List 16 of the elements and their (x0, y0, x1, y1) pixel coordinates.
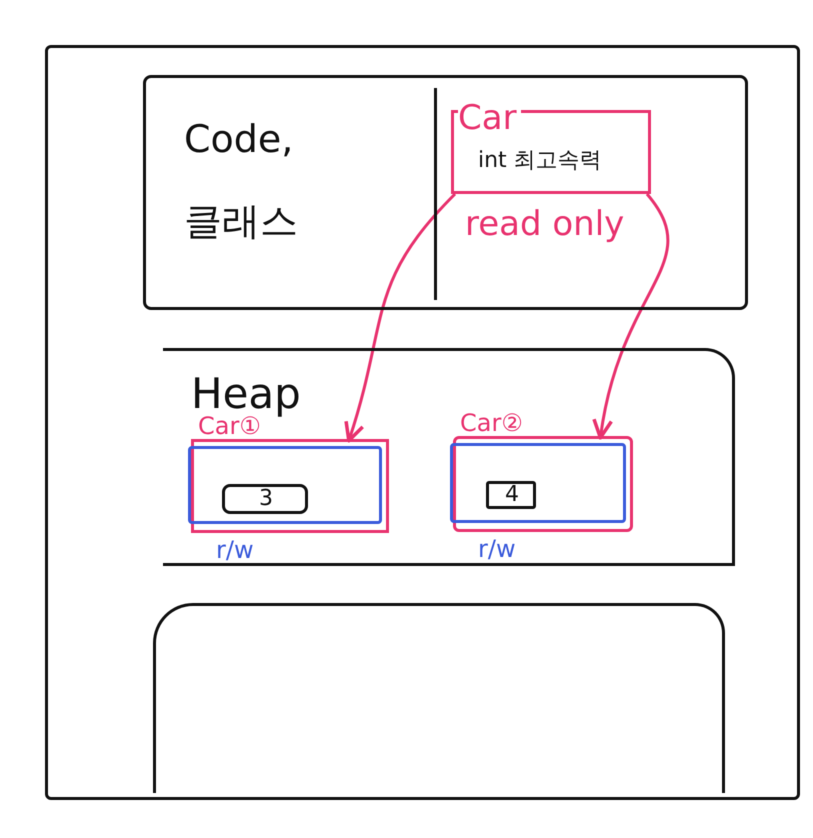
object-name: Car② (460, 409, 523, 437)
access-label: r/w (216, 536, 254, 564)
heap-area-box (163, 348, 735, 566)
value-label: 4 (505, 482, 519, 507)
value-box (486, 481, 536, 509)
access-label: read only (465, 204, 624, 244)
value-label: 3 (259, 486, 273, 511)
field-label: int 최고속력 (478, 147, 602, 175)
memory-box (45, 45, 800, 800)
area-label: Code, 클래스 (184, 116, 299, 245)
value-box (222, 484, 308, 514)
arrow (593, 193, 670, 440)
access-label: r/w (478, 535, 516, 563)
memory-area-box (153, 603, 725, 793)
arrow (344, 192, 456, 442)
code-area-box (143, 75, 748, 310)
